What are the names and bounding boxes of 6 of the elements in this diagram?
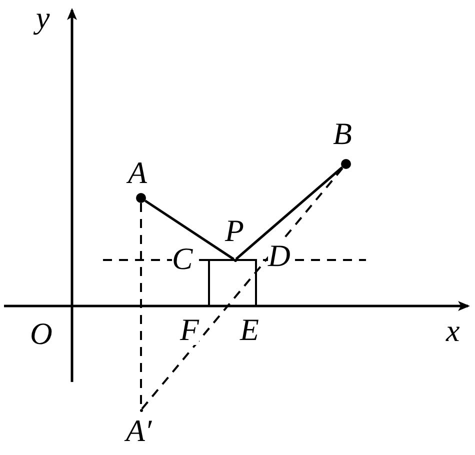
point (341, 159, 351, 169)
dashed-line (141, 167, 344, 410)
point (136, 193, 146, 203)
line-segment (235, 166, 344, 260)
line-segment (144, 200, 234, 260)
point (140, 408, 142, 412)
